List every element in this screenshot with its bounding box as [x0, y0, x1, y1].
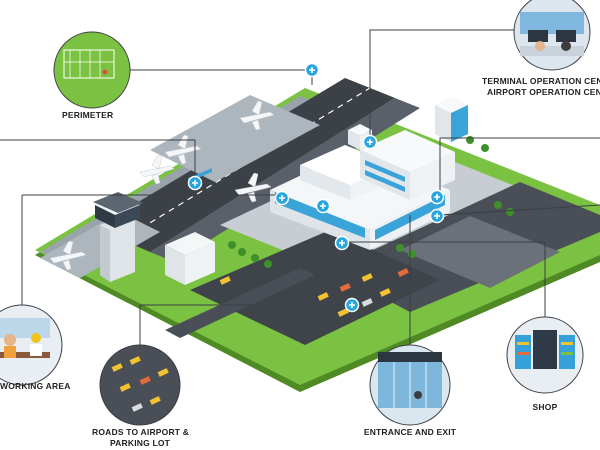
- terminal-building: [270, 145, 450, 250]
- airport-operation-label: AIRPORT OPERATION CENTER: [487, 87, 600, 97]
- entrance-exit-label: ENTRANCE AND EXIT: [363, 427, 457, 437]
- perimeter-label: PERIMETER: [62, 110, 114, 120]
- roads-label-line2: PARKING LOT: [109, 438, 171, 448]
- roads-vignette: [99, 344, 181, 426]
- terminal-operation-label: TERMINAL OPERATION CENTER: [482, 76, 600, 86]
- roads-label-line1: ROADS TO AIRPORT &: [92, 427, 190, 437]
- small-building: [165, 168, 215, 285]
- shop-vignette: [506, 316, 584, 394]
- parking-lot: [190, 230, 440, 345]
- operation-center-vignette: [513, 0, 591, 71]
- control-tower-icon: [93, 192, 143, 282]
- shop-label: SHOP: [532, 402, 558, 412]
- plus-marker-icon: [187, 62, 445, 313]
- tower-building: [435, 97, 468, 142]
- entrance-vignette: [369, 344, 451, 426]
- office-building: [360, 130, 455, 200]
- working-area-label: WORKING AREA: [0, 381, 71, 391]
- perimeter-vignette: [53, 31, 131, 109]
- access-road-2: [400, 216, 560, 288]
- parking-road: [165, 268, 315, 338]
- apron: [150, 95, 320, 182]
- working-area-vignette: [0, 304, 63, 386]
- airplane-icon: [49, 100, 275, 271]
- parking-cars: [219, 268, 409, 317]
